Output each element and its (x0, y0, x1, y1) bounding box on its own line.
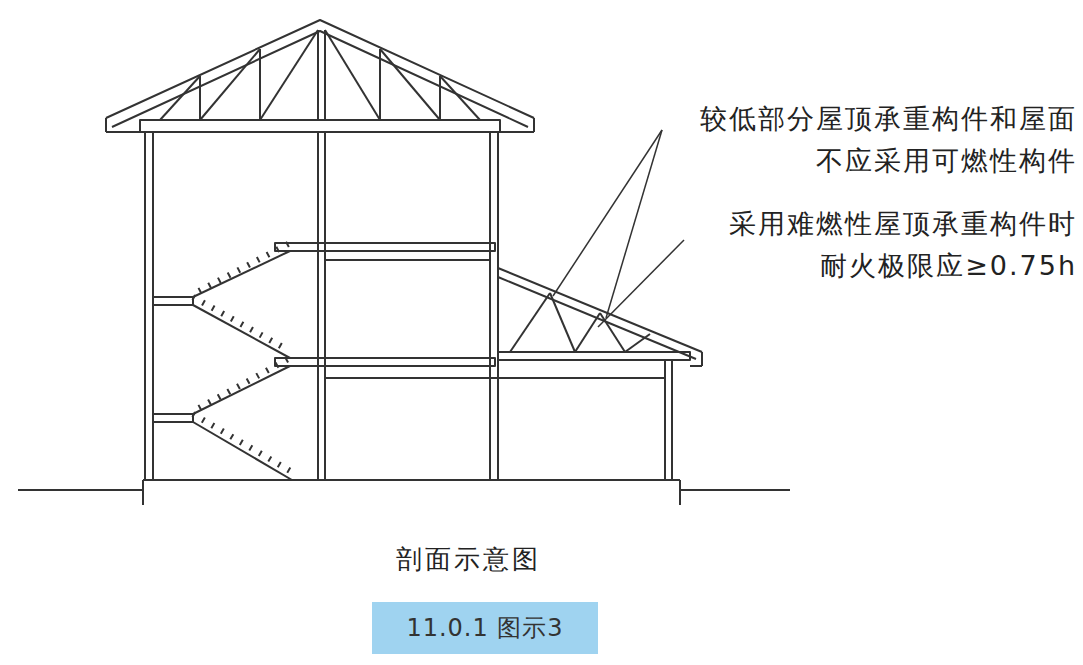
ground-line (18, 480, 790, 505)
figure-number: 11.0.1 图示3 (406, 612, 563, 644)
leader-lines (553, 130, 684, 327)
lower-roof (498, 268, 702, 366)
main-roof (106, 20, 534, 132)
floor-slabs (153, 243, 665, 422)
stairs (193, 243, 292, 480)
figure-caption: 剖面示意图 (396, 542, 541, 577)
walls (145, 132, 672, 480)
figure-number-band: 11.0.1 图示3 (372, 602, 598, 654)
annotation-note: 较低部分屋顶承重构件和屋面 不应采用可燃性构件 (637, 98, 1077, 182)
annotation-note: 采用难燃性屋顶承重构件时 耐火极限应≥0.75h (637, 203, 1077, 287)
